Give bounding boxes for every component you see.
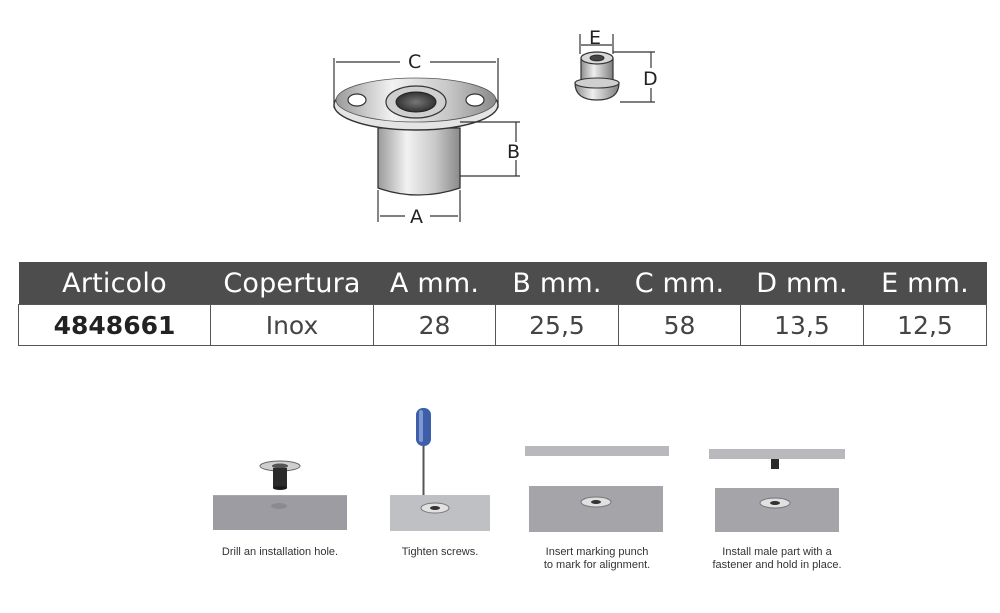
step-drill-illustration <box>213 460 347 530</box>
dim-label-b: B <box>507 141 520 163</box>
header-articolo: Articolo <box>18 262 211 305</box>
plug-technical-drawing: E D <box>574 28 658 103</box>
header-b-mm: B mm. <box>495 262 619 305</box>
screw-hole-left <box>347 93 367 107</box>
cell-c-mm: 58 <box>618 304 741 346</box>
dim-label-c: C <box>408 51 421 73</box>
install-step-install: Install male part with a fastener and ho… <box>702 400 852 580</box>
cell-copertura: Inox <box>210 304 374 346</box>
step-mark-caption: Insert marking punch to mark for alignme… <box>543 546 651 571</box>
spec-table: Articolo Copertura A mm. B mm. C mm. D m… <box>18 262 987 346</box>
header-a-mm: A mm. <box>373 262 496 305</box>
dimension-c: C <box>333 51 499 108</box>
install-step-tighten: Tighten screws. <box>385 400 495 570</box>
header-e-mm: E mm. <box>863 262 987 305</box>
cell-d-mm: 13,5 <box>740 304 864 346</box>
step-install-caption: Install male part with a fastener and ho… <box>712 546 842 571</box>
install-step-drill: Drill an installation hole. <box>205 400 355 570</box>
dim-label-d: D <box>643 68 658 90</box>
dim-label-a: A <box>410 206 423 228</box>
table-row: 4848661 Inox 28 25,5 58 13,5 12,5 <box>18 304 987 346</box>
cell-articolo: 4848661 <box>18 304 211 346</box>
install-step-mark: Insert marking punch to mark for alignme… <box>522 400 672 580</box>
cell-a-mm: 28 <box>373 304 496 346</box>
spec-table-header-row: Articolo Copertura A mm. B mm. C mm. D m… <box>18 262 987 305</box>
socket-bore <box>395 91 437 113</box>
dimension-e: E <box>579 28 614 54</box>
dimension-d: D <box>613 51 658 103</box>
step-tighten-illustration <box>390 408 490 531</box>
cell-e-mm: 12,5 <box>863 304 987 346</box>
step-install-illustration <box>709 449 845 532</box>
dimension-b: B <box>460 121 520 177</box>
socket-barrel <box>377 127 461 196</box>
header-d-mm: D mm. <box>740 262 864 305</box>
dim-label-e: E <box>589 28 601 49</box>
step-tighten-caption: Tighten screws. <box>401 546 479 558</box>
socket-technical-drawing: C B A <box>333 51 520 228</box>
step-drill-caption: Drill an installation hole. <box>221 546 339 558</box>
header-c-mm: C mm. <box>618 262 741 305</box>
screw-hole-right <box>465 93 485 107</box>
dimension-a: A <box>377 190 461 228</box>
header-copertura: Copertura <box>210 262 374 305</box>
cell-b-mm: 25,5 <box>495 304 619 346</box>
step-mark-illustration <box>525 446 669 532</box>
